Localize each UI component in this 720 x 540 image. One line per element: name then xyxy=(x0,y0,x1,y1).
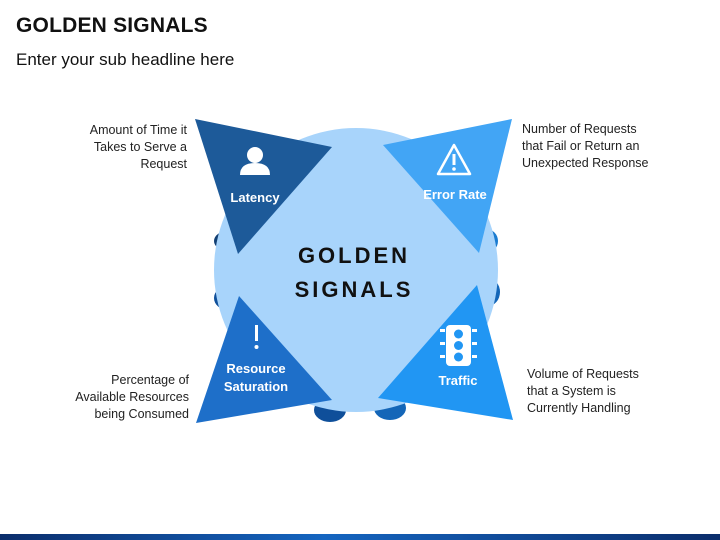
latency-description-line: Amount of Time it xyxy=(89,123,187,137)
resource-saturation-label-line2: Saturation xyxy=(224,379,288,394)
traffic-triangle xyxy=(378,285,513,420)
error-rate-description: Number of Requests that Fail or Return a… xyxy=(522,121,648,172)
latency-description-line: Takes to Serve a xyxy=(93,140,187,154)
exclamation-icon xyxy=(254,325,259,349)
traffic-description-line: that a System is xyxy=(527,384,616,398)
resource-saturation-label-line1: Resource xyxy=(226,361,285,376)
traffic-label: Traffic xyxy=(438,373,477,388)
center-title-line2: SIGNALS xyxy=(295,277,414,302)
traffic-light-icon xyxy=(440,325,477,366)
resource-saturation-description: Percentage of Available Resources being … xyxy=(75,372,189,423)
resource-saturation-description-line: being Consumed xyxy=(94,407,189,421)
center-title-line1: GOLDEN xyxy=(298,243,410,268)
traffic-description-line: Currently Handling xyxy=(527,401,631,415)
error-rate-label: Error Rate xyxy=(423,187,487,202)
page-subtitle: Enter your sub headline here xyxy=(16,50,235,69)
latency-triangle xyxy=(195,119,332,254)
error-rate-description-line: that Fail or Return an xyxy=(522,139,640,153)
resource-saturation-description-line: Available Resources xyxy=(75,390,189,404)
page-title: GOLDEN SIGNALS xyxy=(16,14,208,37)
traffic-description: Volume of Requests that a System is Curr… xyxy=(527,366,639,417)
error-rate-description-line: Number of Requests xyxy=(522,122,637,136)
resource-saturation-triangle xyxy=(196,296,332,423)
traffic-description-line: Volume of Requests xyxy=(527,367,639,381)
latency-description: Amount of Time it Takes to Serve a Reque… xyxy=(90,122,187,173)
user-icon xyxy=(240,147,270,175)
latency-description-line: Request xyxy=(140,157,187,171)
warning-icon xyxy=(436,143,472,176)
bottom-accent-bar xyxy=(0,534,720,540)
resource-saturation-description-line: Percentage of xyxy=(111,373,189,387)
error-rate-description-line: Unexpected Response xyxy=(522,156,649,170)
latency-label: Latency xyxy=(230,190,280,205)
error-rate-triangle xyxy=(383,119,512,253)
